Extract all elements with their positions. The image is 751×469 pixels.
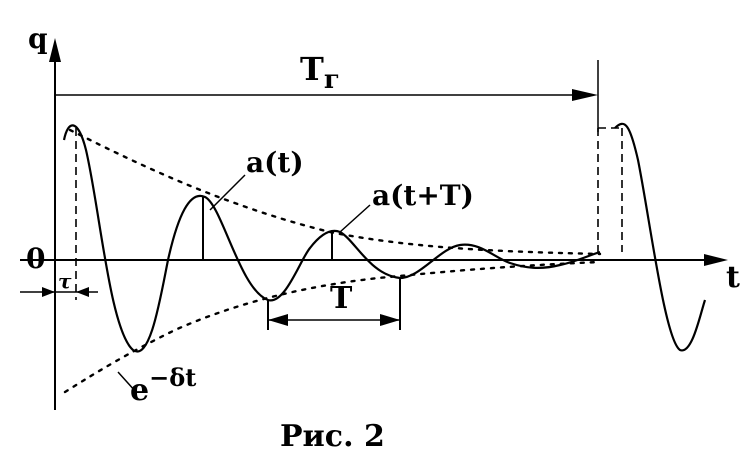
amplitude-marker-a-t [202,174,246,260]
lower-envelope [63,260,602,394]
a-t-plus-t-label: a(t+T) [372,179,474,212]
a-t-label: a(t) [246,146,304,179]
zero-label: 0 [26,242,45,275]
upper-envelope [68,128,602,256]
t-axis-label: t [726,260,740,295]
tau-label: τ [58,269,72,293]
envelope-leader [117,371,137,393]
q-axis [49,38,61,410]
t-axis [20,254,728,266]
full-period-dimension [55,60,599,132]
q-axis-label: q [28,22,48,55]
damped-oscillation-curve [62,124,601,353]
period-dimension [267,278,401,330]
next-cycle [597,122,707,352]
full-period-label: Tг [300,50,340,95]
figure-caption: Рис. 2 [280,419,385,454]
period-label: T [330,281,353,316]
amplitude-marker-a-t-plus-t [331,204,371,260]
tau-dimension [20,128,98,300]
envelope-label: e−δt [130,363,196,408]
